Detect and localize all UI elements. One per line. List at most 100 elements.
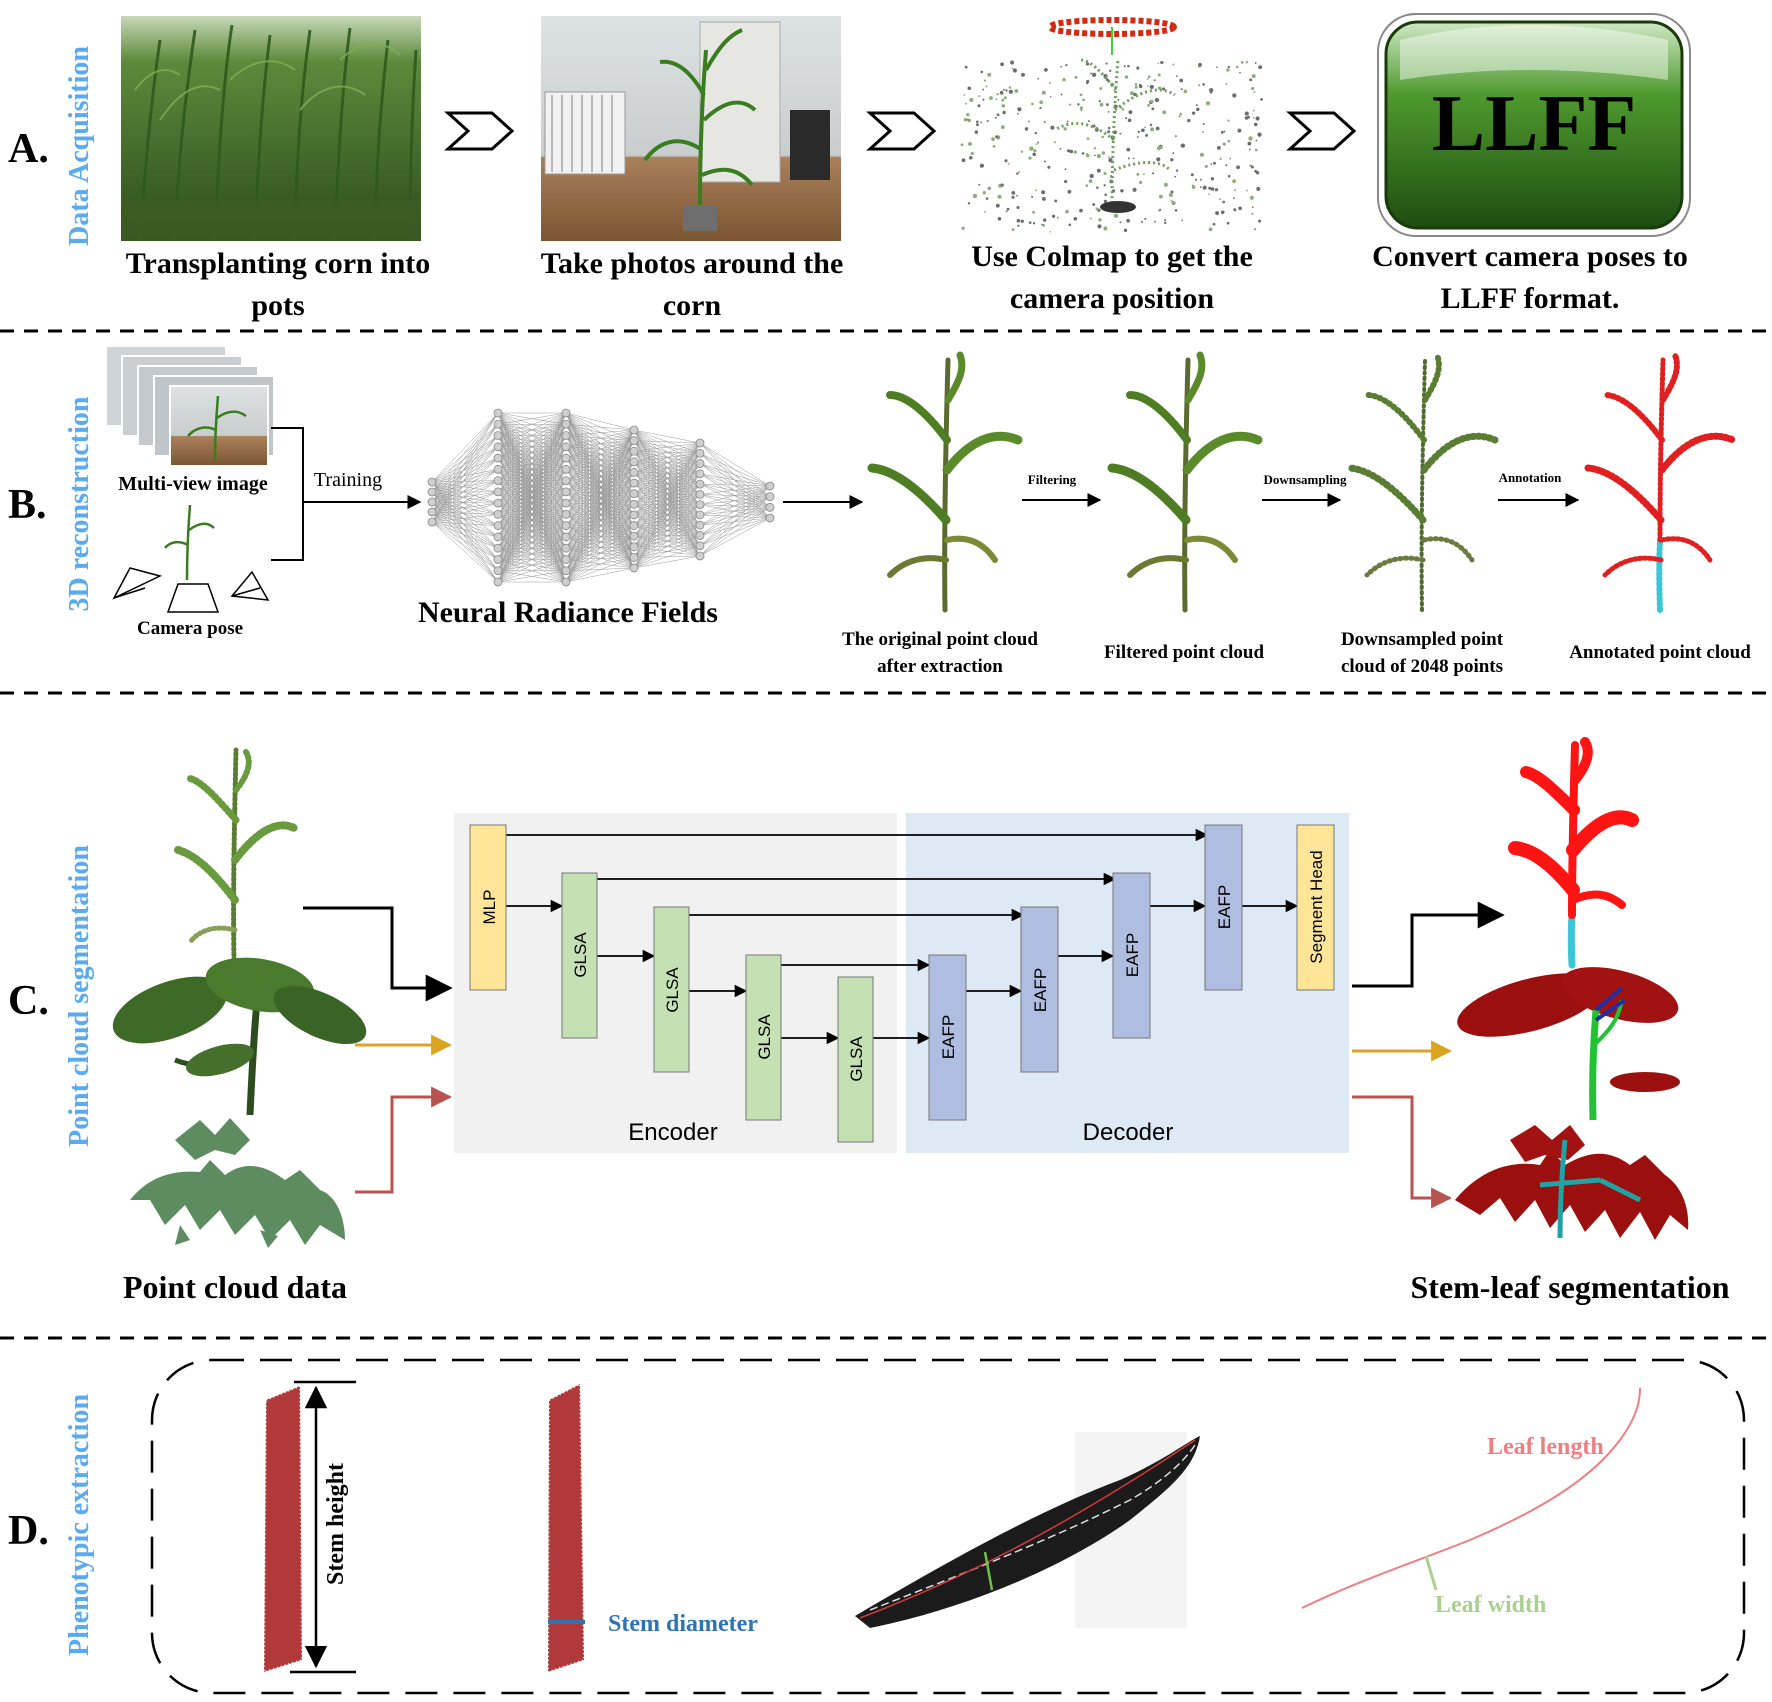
nerf-neuron xyxy=(561,510,571,519)
colmap-point xyxy=(977,104,981,108)
colmap-point xyxy=(1162,110,1167,115)
glsa-block-4-label: GLSA xyxy=(847,1036,866,1082)
glsa-block-3: GLSA xyxy=(745,954,782,1121)
colmap-point xyxy=(1008,86,1012,89)
colmap-point xyxy=(1068,103,1072,106)
colmap-point xyxy=(1172,152,1175,155)
colmap-point xyxy=(1171,200,1176,206)
nerf-neuron xyxy=(629,425,639,435)
section-letter-d: D. xyxy=(8,1508,49,1554)
nerf-neuron xyxy=(493,487,503,497)
side-label-point-cloud-segmentation: Point cloud segmentation xyxy=(64,845,95,1147)
colmap-point xyxy=(1172,63,1175,66)
colmap-point xyxy=(978,183,981,186)
colmap-point xyxy=(1146,85,1149,88)
nerf-neuron xyxy=(629,563,639,573)
nerf-neuron xyxy=(561,408,571,418)
nerf-neuron xyxy=(493,577,503,587)
nerf-neuron xyxy=(629,478,639,488)
colmap-point xyxy=(1216,66,1218,69)
colmap-point xyxy=(1248,136,1253,141)
colmap-point xyxy=(1020,150,1024,153)
nerf-neuron xyxy=(493,442,503,452)
colmap-point xyxy=(1085,184,1089,187)
colmap-point xyxy=(1054,199,1058,203)
colmap-point xyxy=(1031,102,1034,106)
colmap-point xyxy=(982,88,985,91)
section-letter-a: A. xyxy=(8,126,49,172)
colmap-point xyxy=(1011,195,1015,199)
nerf-neuron xyxy=(765,513,775,523)
colmap-point xyxy=(1147,75,1151,79)
colmap-point xyxy=(1002,110,1006,115)
segment-head-block-label: Segment Head xyxy=(1307,850,1326,963)
colmap-point xyxy=(1199,178,1202,181)
colmap-point xyxy=(1235,65,1239,69)
colmap-point xyxy=(1095,207,1099,211)
colmap-point xyxy=(1043,218,1047,222)
colmap-point xyxy=(1175,169,1179,172)
colmap-point xyxy=(1039,100,1044,105)
colmap-point xyxy=(1107,111,1110,113)
nerf-neuron xyxy=(695,500,705,510)
colmap-point xyxy=(1160,61,1164,64)
nerf-neuron xyxy=(561,498,571,508)
section-d-phenotypic-extraction: Stem height Stem diameter Leaf length Le… xyxy=(150,1358,1746,1695)
colmap-point xyxy=(1094,147,1096,150)
step1-caption-line2: pots xyxy=(251,289,304,322)
colmap-point xyxy=(976,120,979,124)
colmap-point xyxy=(1136,172,1140,176)
colmap-point xyxy=(1140,220,1143,223)
colmap-point xyxy=(1233,208,1237,212)
side-label-data-acquisition: Data Acquisition xyxy=(64,46,95,246)
colmap-point xyxy=(966,118,969,121)
colmap-point xyxy=(1128,110,1133,115)
colmap-point xyxy=(1007,162,1010,165)
phenotype-frame xyxy=(150,1358,1746,1695)
leaf-length-label: Leaf length xyxy=(1487,1434,1604,1460)
nerf-neuron xyxy=(695,469,705,479)
colmap-point xyxy=(1258,219,1262,223)
colmap-point xyxy=(1154,220,1156,223)
chevron-arrow-icon xyxy=(866,111,937,151)
colmap-point xyxy=(1017,224,1020,227)
colmap-point xyxy=(1233,197,1235,200)
colmap-point xyxy=(1099,102,1104,107)
room-corn-photo xyxy=(541,16,841,241)
nerf-neuron xyxy=(493,419,503,429)
colmap-point xyxy=(1225,164,1228,167)
leaf-width-marker xyxy=(1424,1555,1438,1591)
colmap-point xyxy=(1080,109,1083,111)
mlp-block-label: MLP xyxy=(480,890,499,925)
nerf-neuron xyxy=(629,531,639,541)
colmap-point xyxy=(1210,163,1213,165)
colmap-point xyxy=(1199,186,1202,188)
colmap-point xyxy=(1238,206,1242,211)
colmap-point xyxy=(1069,149,1074,154)
colmap-point xyxy=(1107,126,1111,130)
colmap-point xyxy=(1044,68,1048,72)
colmap-point xyxy=(1041,196,1046,201)
colmap-point xyxy=(1121,108,1125,111)
colmap-point xyxy=(1103,171,1107,176)
colmap-point xyxy=(1096,154,1101,159)
tomato-output-arrow-icon xyxy=(1352,1095,1453,1209)
colmap-point xyxy=(1163,182,1168,187)
nerf-neuron xyxy=(427,487,437,497)
colmap-point xyxy=(1136,136,1139,138)
colmap-point xyxy=(1180,143,1186,148)
colmap-point xyxy=(1002,88,1005,91)
colmap-point xyxy=(1201,131,1204,134)
colmap-point xyxy=(969,97,974,102)
nerf-neuron xyxy=(695,448,705,458)
colmap-point xyxy=(1049,230,1052,233)
nerf-neuron xyxy=(695,510,705,520)
colmap-point xyxy=(1126,147,1131,152)
colmap-point xyxy=(1244,116,1249,120)
colmap-point xyxy=(1180,88,1183,91)
leaf-width-label: Leaf width xyxy=(1435,1592,1546,1618)
nerf-neuron xyxy=(493,543,503,553)
colmap-point xyxy=(1213,161,1216,165)
segmented-soybean-output xyxy=(1457,967,1680,1121)
leaf-measure-curves xyxy=(1301,1387,1641,1609)
